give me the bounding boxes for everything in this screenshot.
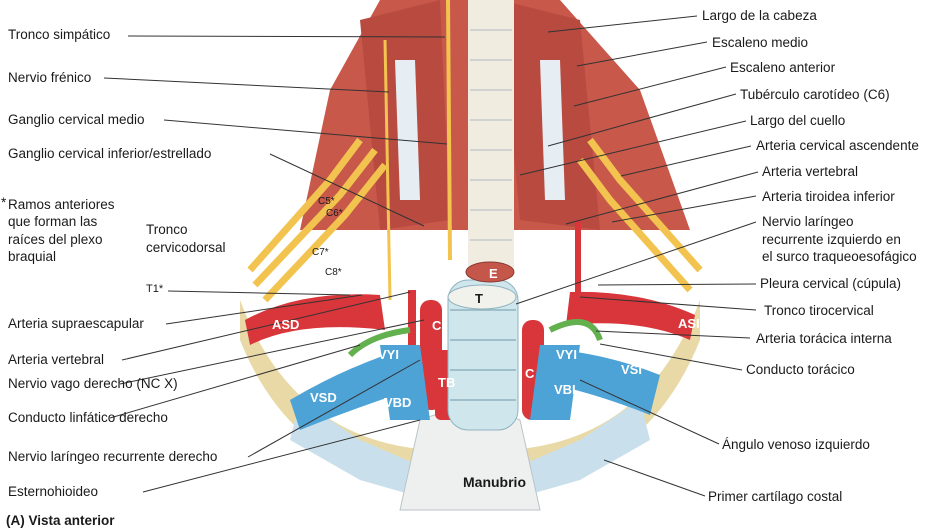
label-nervio-laringeo-derecho: Nervio laríngeo recurrente derecho	[8, 449, 218, 464]
label-ganglio-cervical-inferior: Ganglio cervical inferior/estrellado	[8, 146, 212, 161]
label-escaleno-anterior: Escaleno anterior	[730, 60, 836, 75]
label-angulo-venoso-izquierdo: Ángulo venoso izquierdo	[722, 437, 870, 452]
label-escaleno-medio: Escaleno medio	[712, 35, 809, 50]
label-ramos-asterisk: *	[1, 195, 7, 210]
label-arteria-tiroidea-inferior: Arteria tiroidea inferior	[762, 189, 895, 204]
label-primer-cartilago-costal: Primer cartílago costal	[708, 489, 843, 504]
label-arteria-vertebral-right: Arteria vertebral	[762, 164, 859, 179]
label-esternohioideo: Esternohioideo	[8, 484, 99, 499]
tag-t: T	[475, 291, 483, 306]
leader-lines	[103, 15, 759, 497]
tag-vyi-right: VYI	[556, 347, 577, 362]
label-ganglio-cervical-medio: Ganglio cervical medio	[8, 112, 145, 127]
label-nervio-frenico: Nervio frénico	[8, 70, 92, 85]
label-ramos-line-2: que forman las	[8, 214, 98, 229]
label-nervio-laringeo-izq-2: recurrente izquierdo en	[762, 232, 901, 247]
label-largo-cuello: Largo del cuello	[750, 113, 846, 128]
tag-vbd: VBD	[384, 395, 412, 410]
trachea	[447, 261, 519, 431]
label-conducto-linfatico-derecho: Conducto linfático derecho	[8, 410, 168, 425]
tag-vsd: VSD	[310, 390, 337, 405]
label-pleura-cervical: Pleura cervical (cúpula)	[760, 276, 902, 291]
label-tronco-simpatico: Tronco simpático	[8, 27, 111, 42]
label-arteria-toracica-interna: Arteria torácica interna	[756, 331, 892, 346]
label-nervio-vago-derecho: Nervio vago derecho (NC X)	[8, 376, 178, 391]
bone-structures	[240, 300, 700, 511]
tag-manubrio: Manubrio	[463, 474, 526, 490]
tag-vsi: VSI	[621, 362, 642, 377]
label-nervio-laringeo-izq-1: Nervio laríngeo	[762, 214, 854, 229]
tag-asi: ASI	[678, 316, 700, 331]
label-arteria-supraescapular: Arteria supraescapular	[8, 316, 144, 331]
label-ramos-line-3: raíces del plexo	[8, 232, 103, 247]
neck-muscles	[300, 0, 690, 270]
label-conducto-toracico: Conducto torácico	[746, 362, 855, 377]
tag-tb: TB	[438, 375, 456, 390]
veins	[290, 319, 660, 430]
label-largo-cabeza: Largo de la cabeza	[702, 8, 817, 23]
tag-e: E	[489, 266, 498, 281]
label-tronco-cervicodorsal-1: Tronco	[146, 222, 188, 237]
tag-vyi-left: VYI	[378, 347, 399, 362]
label-nervio-laringeo-izq-3: el surco traqueoesofágico	[762, 249, 917, 264]
tag-c6: C6*	[326, 208, 343, 219]
figure-caption: (A) Vista anterior	[6, 513, 115, 528]
tag-c-left: C	[432, 318, 442, 333]
label-ramos-line-4: braquial	[8, 249, 57, 264]
tag-c-right: C	[525, 366, 535, 381]
label-tuberculo-carotideo: Tubérculo carotídeo (C6)	[740, 87, 890, 102]
tag-asd: ASD	[272, 317, 300, 332]
tag-c8: C8*	[325, 267, 342, 278]
label-tronco-cervicodorsal-2: cervicodorsal	[146, 240, 226, 255]
label-ramos-line-1: Ramos anteriores	[8, 197, 115, 212]
label-arteria-vertebral-left: Arteria vertebral	[8, 352, 105, 367]
tag-c7: C7*	[312, 247, 329, 258]
label-t1: T1*	[146, 283, 164, 295]
tag-c5: C5*	[318, 196, 335, 207]
label-arteria-cervical-ascendente: Arteria cervical ascendente	[756, 138, 919, 153]
tag-vbi: VBI	[554, 382, 576, 397]
label-tronco-tirocervical: Tronco tirocervical	[764, 303, 874, 318]
nerves	[247, 0, 703, 303]
